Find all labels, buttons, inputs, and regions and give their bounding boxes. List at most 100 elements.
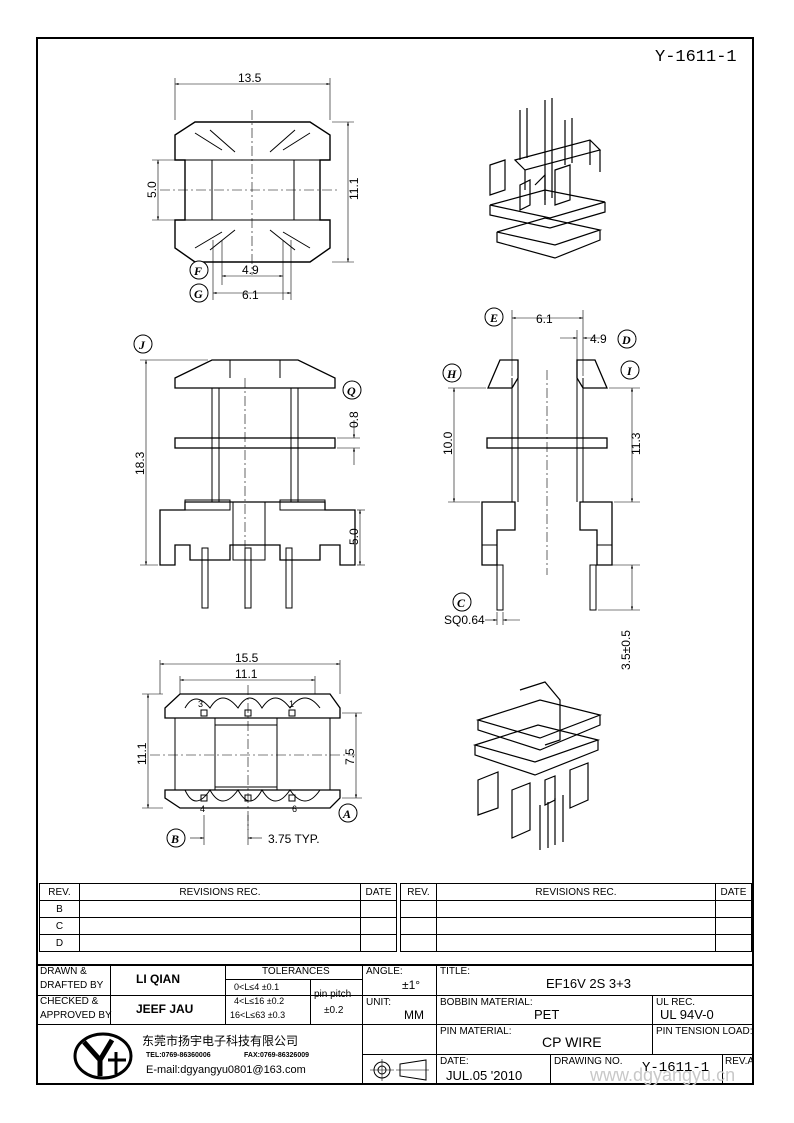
dim-sq064: SQ0.64 <box>444 613 485 627</box>
unit-label: UNIT: <box>366 997 391 1008</box>
svg-text:H: H <box>446 367 457 381</box>
rev-a-label: REV.A <box>725 1056 755 1067</box>
svg-text:F: F <box>193 264 202 278</box>
technical-drawing: 13.5 11.1 5.0 4.9 6.1 18.3 0.8 5.0 6.1 4… <box>133 71 643 850</box>
dim-7-5: 7.5 <box>343 748 357 765</box>
callout-d: D <box>617 329 637 349</box>
rev-row-b: B <box>39 900 80 918</box>
pin-tension-label: PIN TENSION LOAD: <box>656 1026 753 1037</box>
dim-11-1-top: 11.1 <box>347 177 361 200</box>
date-value: JUL.05 '2010 <box>446 1068 523 1083</box>
svg-text:C: C <box>457 596 466 610</box>
pin-number-3: 3 <box>198 699 203 709</box>
dim-11-1-bot-h: 11.1 <box>135 742 149 765</box>
company-fax: FAX:0769-86326009 <box>244 1052 309 1059</box>
callout-q: Q <box>342 380 362 400</box>
drawn-label-1: DRAWN & <box>40 966 87 977</box>
dim-3-5: 3.5±0.5 <box>619 630 633 670</box>
drawing-no-value: Y-1611-1 <box>642 1060 710 1076</box>
dim-10-0: 10.0 <box>441 431 455 455</box>
date-header-right: DATE <box>715 883 752 901</box>
checked-name: JEEF JAU <box>136 1002 194 1016</box>
svg-text:A: A <box>342 807 351 821</box>
pin-material-label: PIN MATERIAL: <box>440 1026 512 1037</box>
tolerance-1: 0<L≤4 ±0.1 <box>234 982 280 992</box>
drawing-number-top: Y-1611-1 <box>655 48 737 67</box>
svg-text:J: J <box>138 338 146 352</box>
dim-11-1-bot-w: 11.1 <box>235 667 258 681</box>
bottom-view <box>142 660 362 845</box>
callout-a: A <box>338 803 358 823</box>
revision-table-right: REV.REVISIONS REC.DATE <box>400 883 752 952</box>
rev-row-c: C <box>39 917 80 935</box>
title-value: EF16V 2S 3+3 <box>546 976 631 991</box>
rev-header-right: REV. <box>400 883 437 901</box>
pin-pitch-value: ±0.2 <box>324 1005 344 1016</box>
rev-header: REV. <box>39 883 80 901</box>
ul-rec-value: UL 94V-0 <box>660 1007 714 1022</box>
pin-number-6: 6 <box>292 804 297 814</box>
svg-text:G: G <box>194 287 203 301</box>
date-label: DATE: <box>440 1056 469 1067</box>
watermark: www.dgyangyu.cn <box>590 1065 736 1085</box>
dim-13-5: 13.5 <box>238 71 262 85</box>
checked-label-2: APPROVED BY <box>40 1010 112 1021</box>
angle-value: ±1° <box>402 978 421 992</box>
dim-4-9-side: 4.9 <box>590 332 607 346</box>
revision-table-left: REV.REVISIONS REC.DATE B C D <box>39 883 397 952</box>
bobbin-material-value: PET <box>534 1007 560 1022</box>
dim-6-1-top: 6.1 <box>242 288 259 302</box>
callout-g: G <box>189 283 209 303</box>
revisions-header-right: REVISIONS REC. <box>436 883 716 901</box>
dim-5-0-front: 5.0 <box>347 528 361 545</box>
revisions-header: REVISIONS REC. <box>79 883 361 901</box>
callout-i: I <box>620 360 640 380</box>
tolerance-3: 16<L≤63 ±0.3 <box>230 1010 286 1020</box>
unit-value: MM <box>404 1008 424 1022</box>
dim-0-8: 0.8 <box>347 411 361 428</box>
tolerances-label: TOLERANCES <box>262 966 330 977</box>
drawing-no-label: DRAWING NO. <box>554 1056 623 1067</box>
dim-3-75: 3.75 TYP. <box>268 832 320 846</box>
company-email: E-mail:dgyangyu0801@163.com <box>146 1064 306 1076</box>
pin-pitch-label: pin pitch <box>314 989 352 1000</box>
dim-6-1-side: 6.1 <box>536 312 553 326</box>
pin-number-1: 1 <box>289 699 294 709</box>
svg-text:Q: Q <box>347 384 356 398</box>
callout-h: H <box>442 363 462 383</box>
callout-j: J <box>133 334 153 354</box>
dim-18-3: 18.3 <box>133 451 147 475</box>
callout-e: E <box>484 307 504 327</box>
svg-text:E: E <box>489 311 498 325</box>
svg-text:B: B <box>170 832 179 846</box>
svg-text:I: I <box>626 364 633 378</box>
pin-material-value: CP WIRE <box>542 1034 602 1050</box>
tolerance-2: 4<L≤16 ±0.2 <box>234 996 285 1006</box>
rev-row-d: D <box>39 934 80 952</box>
company-tel: TEL:0769-86360006 <box>146 1052 211 1059</box>
callout-c: C <box>452 592 472 612</box>
checked-label-1: CHECKED & <box>40 996 99 1007</box>
date-header: DATE <box>360 883 397 901</box>
company-name-cn: 东莞市扬宇电子科技有限公司 <box>142 1034 299 1048</box>
dim-15-5: 15.5 <box>235 651 259 665</box>
isometric-view-top <box>489 98 606 259</box>
dim-4-9-top: 4.9 <box>242 263 259 277</box>
title-label: TITLE: <box>440 966 471 977</box>
company-logo <box>73 1032 133 1080</box>
svg-text:D: D <box>621 333 631 347</box>
dim-5-0-top: 5.0 <box>145 181 159 198</box>
bobbin-material-label: BOBBIN MATERIAL: <box>440 997 533 1008</box>
angle-label: ANGLE: <box>366 966 403 977</box>
top-view <box>152 78 354 300</box>
callout-b: B <box>166 828 186 848</box>
projection-symbol-icon <box>370 1059 429 1081</box>
drawing-frame <box>36 37 754 1085</box>
ul-rec-label: UL REC. <box>656 997 696 1008</box>
front-view <box>140 359 365 612</box>
drawn-label-2: DRAFTED BY <box>40 980 104 991</box>
dim-11-3: 11.3 <box>629 432 643 455</box>
callout-f: F <box>189 260 209 280</box>
pin-number-4: 4 <box>200 804 205 814</box>
drawn-name: LI QIAN <box>136 972 180 986</box>
